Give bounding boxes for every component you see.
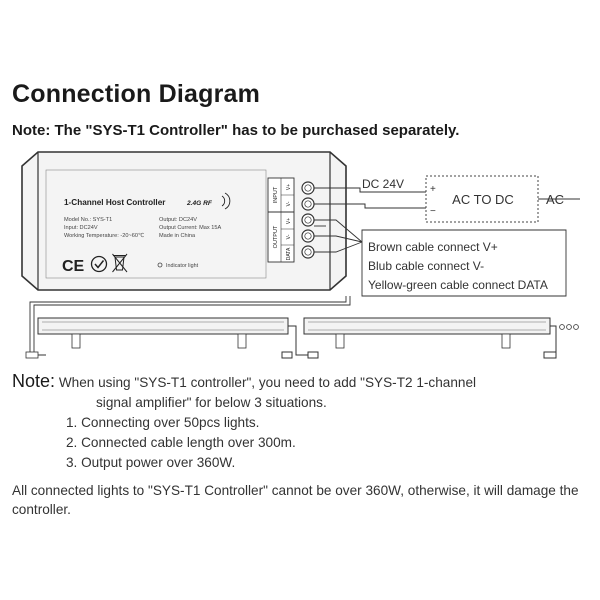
ac-dc-adapter <box>425 175 580 223</box>
wifi-icon <box>221 192 231 210</box>
situations-list: 1. Connecting over 50pcs lights. 2. Conn… <box>12 413 592 473</box>
checkmark-badge-icon <box>90 255 108 273</box>
spec-output-current: Output Current: Max 15A <box>159 225 221 231</box>
light-bar-1 <box>37 317 289 349</box>
note-intro-line-1: When using "SYS-T1 controller", you need… <box>58 375 477 390</box>
power-warning: All connected lights to "SYS-T1 Controll… <box>12 483 579 517</box>
feed-cable <box>29 296 351 352</box>
output-label: OUTPUT <box>273 225 279 248</box>
rf-badge: 2.4G RF <box>186 200 213 207</box>
list-item: 1. Connecting over 50pcs lights. <box>66 415 260 430</box>
controller-name: 1-Channel Host Controller <box>64 198 166 207</box>
bar-2-end-connector-icon <box>543 325 557 359</box>
minus-label: − <box>430 206 436 217</box>
spec-output: Output: DC24V <box>159 217 197 223</box>
list-item: 2. Connected cable length over 300m. <box>66 435 296 450</box>
controller-box <box>21 151 347 291</box>
terminal-label-4: V- <box>286 234 292 239</box>
ac-label: AC <box>546 192 564 207</box>
list-item: 3. Output power over 360W. <box>66 455 236 470</box>
spec-model: Model No.: SYS-T1 <box>64 217 112 223</box>
weee-bin-icon <box>112 253 128 273</box>
adapter-label: AC TO DC <box>452 192 514 207</box>
brown-cable-note: Brown cable connect V+ <box>368 240 498 254</box>
plus-label: + <box>430 184 436 195</box>
note-intro-line-2: signal amplifier" for below 3 situations… <box>96 395 327 410</box>
spec-input: Input: DC24V <box>64 225 98 231</box>
terminal-label-3: V+ <box>286 218 292 224</box>
blue-cable-note: Blub cable connect V- <box>368 259 484 273</box>
purchase-note: Note: The "SYS-T1 Controller" has to be … <box>12 122 460 139</box>
note-label: Note: <box>12 371 56 391</box>
terminal-label-5: DATA <box>286 247 292 260</box>
terminal-label-2: V- <box>286 201 292 206</box>
spec-temperature: Working Temperature: -20~60℃ <box>64 232 144 239</box>
input-label: INPUT <box>273 186 279 203</box>
bar-1-right-connector-icon <box>281 325 319 359</box>
wiring-bracket <box>361 229 567 297</box>
spec-made-in: Made in China <box>159 233 196 239</box>
terminal-label-1: V+ <box>286 184 292 190</box>
light-bar-2 <box>303 317 551 349</box>
amplifier-note: Note: When using "SYS-T1 controller", yo… <box>12 371 592 473</box>
ce-mark-icon: CE <box>62 258 85 275</box>
terminal-block <box>267 177 295 263</box>
indicator-light-icon <box>157 262 163 268</box>
dc-voltage-label: DC 24V <box>362 177 404 191</box>
continuation-dots-icon <box>559 324 579 330</box>
yellow-green-cable-note: Yellow-green cable connect DATA <box>368 278 548 292</box>
bar-1-left-connector-icon <box>25 351 46 359</box>
indicator-label: Indicator light <box>166 263 199 269</box>
power-wires <box>314 187 426 209</box>
output-wires <box>314 219 363 253</box>
page-title: Connection Diagram <box>12 80 261 108</box>
